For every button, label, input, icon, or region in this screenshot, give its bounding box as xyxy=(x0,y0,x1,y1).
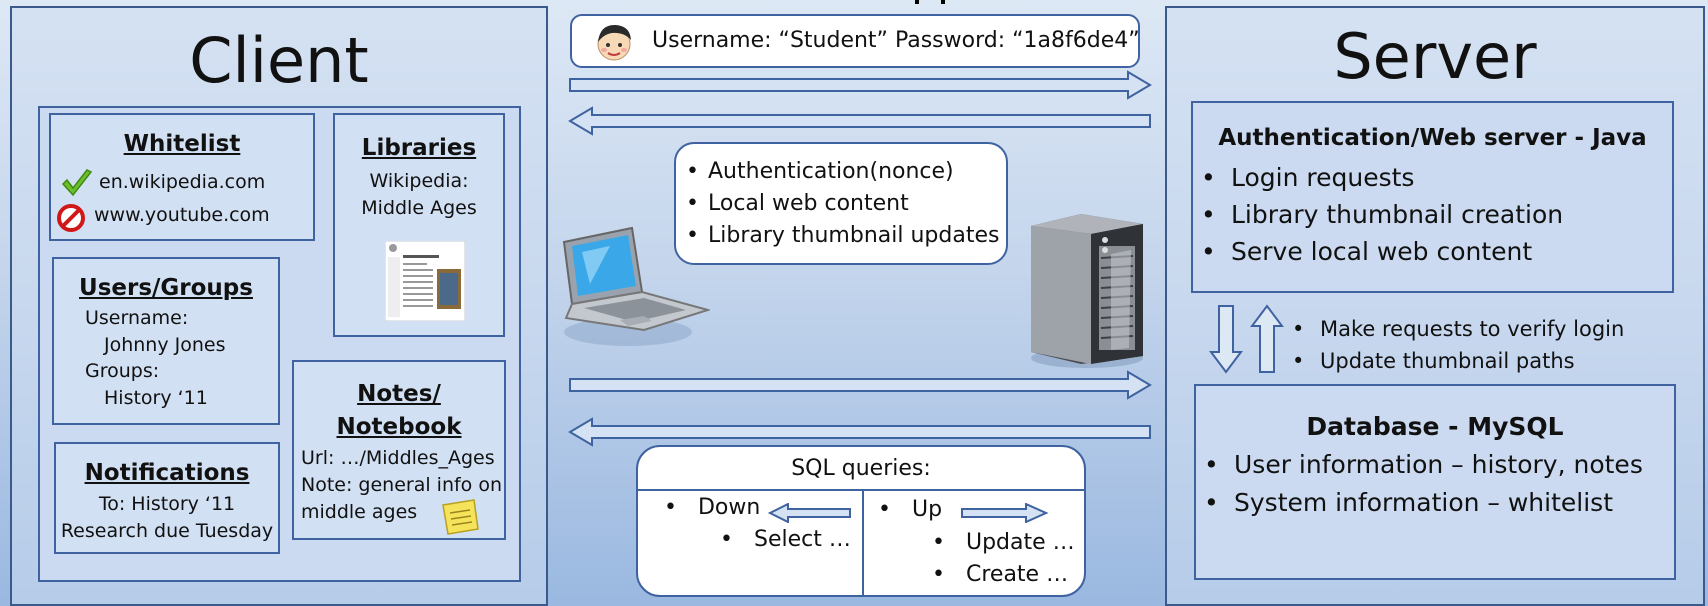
sql-down-arrow xyxy=(768,503,851,523)
notes-note-cont: middle ages xyxy=(301,501,418,523)
notifications-to: To: History ‘11 xyxy=(98,493,236,515)
sql-up-item-2: • Create … xyxy=(932,562,1069,587)
database-heading: Database - MySQL xyxy=(1306,412,1564,441)
auth-server-box: Authentication/Web server - Java Login r… xyxy=(1191,101,1674,293)
sql-down-item: • Select … xyxy=(720,527,851,552)
sql-down-item-text: Select … xyxy=(753,527,851,552)
database-list: User information – history, notes System… xyxy=(1200,446,1643,522)
no-entry-icon xyxy=(57,204,85,232)
users-groups-heading: Users/Groups xyxy=(79,275,253,301)
sql-up-item-1: • Update … xyxy=(932,530,1075,555)
whitelist-blocked-site: www.youtube.com xyxy=(94,204,270,226)
auth-server-item: Login requests xyxy=(1197,159,1563,196)
sql-up-text: Up xyxy=(911,497,943,522)
transfer-item: Local web content xyxy=(682,188,999,220)
server-interaction-item: Make requests to verify login xyxy=(1288,313,1624,345)
right-arrow-top xyxy=(569,70,1152,100)
left-arrow-bottom xyxy=(568,417,1151,447)
libraries-box: Libraries Wikipedia: Middle Ages xyxy=(333,113,505,337)
auth-server-item: Serve local web content xyxy=(1197,233,1563,270)
libraries-line1: Wikipedia: xyxy=(369,170,469,192)
sql-divider-v xyxy=(862,489,864,597)
database-item: User information – history, notes xyxy=(1200,446,1643,484)
whitelist-heading: Whitelist xyxy=(123,131,241,157)
right-arrow-bottom xyxy=(569,370,1152,400)
sql-up-item-text: Create … xyxy=(965,562,1069,587)
server-tower-icon xyxy=(1031,214,1143,368)
username-label: Username: xyxy=(85,307,189,329)
groups-label: Groups: xyxy=(85,360,160,382)
transfer-list-bubble: Authentication(nonce) Local web content … xyxy=(674,142,1008,265)
sql-up-arrow xyxy=(961,503,1048,523)
username-value: Johnny Jones xyxy=(104,334,226,356)
notifications-box: Notifications To: History ‘11 Research d… xyxy=(54,442,280,554)
transfer-item: Authentication(nonce) xyxy=(682,156,999,188)
sql-down-text: Down xyxy=(697,495,761,520)
database-item: System information – whitelist xyxy=(1200,484,1643,522)
notifications-message: Research due Tuesday xyxy=(60,520,274,542)
notes-url: Url: …/Middles_Ages xyxy=(301,447,495,469)
transfer-item: Library thumbnail updates xyxy=(682,220,999,252)
user-face-icon xyxy=(597,24,631,61)
whitelist-box: Whitelist en.wikipedia.com www.youtube.c… xyxy=(49,113,315,241)
sql-divider-h xyxy=(638,489,1084,491)
notes-note: Note: general info on xyxy=(301,474,503,496)
down-arrow-icon xyxy=(1209,305,1243,374)
auth-server-list: Login requests Library thumbnail creatio… xyxy=(1197,159,1563,270)
sql-up-item-text: Update … xyxy=(965,530,1075,555)
sql-down-label: • Down xyxy=(664,495,761,520)
transfer-list: Authentication(nonce) Local web content … xyxy=(682,156,999,252)
login-bubble: Username: “Student” Password: “1a8f6de4” xyxy=(570,14,1140,68)
notes-box: Notes/ Notebook Url: …/Middles_Ages Note… xyxy=(292,360,506,540)
server-interaction-item: Update thumbnail paths xyxy=(1288,345,1624,377)
sql-up-label: • Up xyxy=(878,497,943,522)
checkmark-icon xyxy=(61,169,93,197)
users-groups-box: Users/Groups Username: Johnny Jones Grou… xyxy=(52,257,280,425)
database-box: Database - MySQL User information – hist… xyxy=(1194,384,1676,580)
libraries-heading: Libraries xyxy=(361,135,477,161)
login-credentials: Username: “Student” Password: “1a8f6de4” xyxy=(652,28,1140,53)
auth-server-item: Library thumbnail creation xyxy=(1197,196,1563,233)
notifications-heading: Notifications xyxy=(84,460,250,486)
server-title: Server xyxy=(1333,20,1537,93)
groups-value: History ‘11 xyxy=(104,387,208,409)
auth-server-heading: Authentication/Web server - Java xyxy=(1218,125,1647,151)
whitelist-allowed-site: en.wikipedia.com xyxy=(99,171,266,193)
notes-heading-line2: Notebook xyxy=(336,414,462,440)
top-title-fragment xyxy=(915,0,945,4)
up-arrow-icon xyxy=(1250,304,1284,373)
page-thumbnail-icon xyxy=(385,241,465,321)
client-title: Client xyxy=(189,24,369,97)
sticky-note-icon xyxy=(442,499,479,535)
server-interaction-list: Make requests to verify login Update thu… xyxy=(1288,313,1624,377)
sql-queries-bubble: SQL queries: • Down • Select … • Up • Up… xyxy=(636,445,1086,597)
libraries-line2: Middle Ages xyxy=(361,197,477,219)
laptop-icon xyxy=(562,226,710,346)
sql-title: SQL queries: xyxy=(791,456,931,481)
notes-heading-line1: Notes/ xyxy=(357,381,441,407)
left-arrow-top xyxy=(568,106,1151,136)
